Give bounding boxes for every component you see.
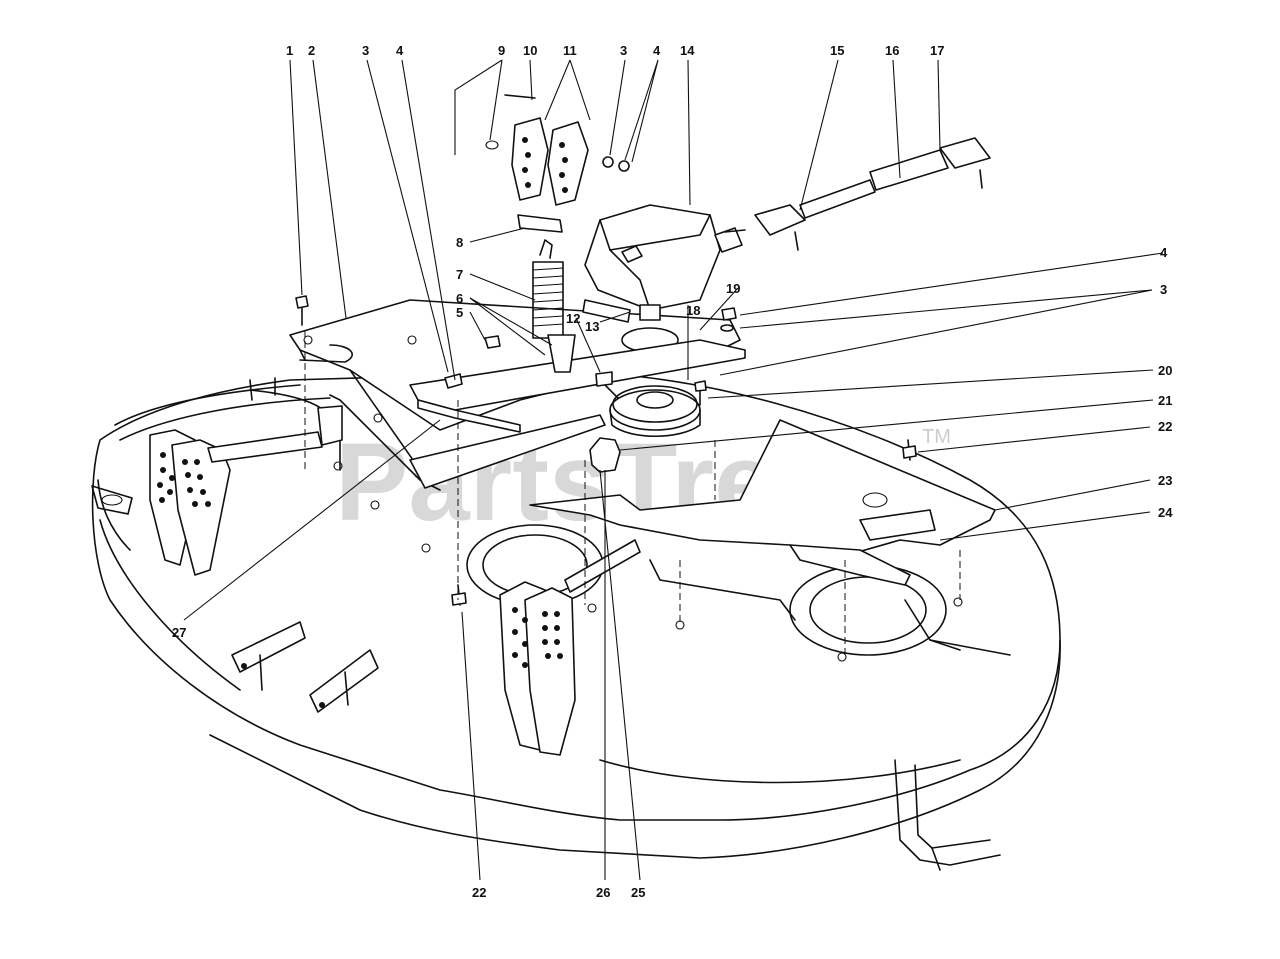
- callout-4-top-left: 4: [396, 43, 404, 58]
- callout-20: 20: [1158, 363, 1172, 378]
- callout-26: 26: [596, 885, 610, 900]
- callout-16: 16: [885, 43, 899, 58]
- lower-support-plate: [529, 419, 996, 586]
- hardware: [295, 295, 963, 662]
- drive-shaft: [754, 137, 991, 251]
- callout-4-top-center: 4: [653, 43, 661, 58]
- callout-18: 18: [686, 303, 700, 318]
- callout-3-top-left: 3: [362, 43, 369, 58]
- callout-labels: 1 2 3 4 9 10 11 3 4 14 15 16 17 8 7 6 5 …: [172, 43, 1173, 900]
- callout-22-right: 22: [1158, 419, 1172, 434]
- mower-deck-housing: [91, 371, 1061, 871]
- callout-1: 1: [286, 43, 293, 58]
- callout-3-right: 3: [1160, 282, 1167, 297]
- callout-21: 21: [1158, 393, 1172, 408]
- callout-5: 5: [456, 305, 463, 320]
- callout-14: 14: [680, 43, 695, 58]
- lift-lever-assembly: [485, 94, 630, 373]
- callout-6: 6: [456, 291, 463, 306]
- callout-27: 27: [172, 625, 186, 640]
- callout-2: 2: [308, 43, 315, 58]
- callout-17: 17: [930, 43, 944, 58]
- callout-15: 15: [830, 43, 844, 58]
- callout-10: 10: [523, 43, 537, 58]
- callout-25: 25: [631, 885, 645, 900]
- main-mounting-plate: [289, 299, 746, 491]
- front-hitch-brackets: [231, 539, 641, 756]
- callout-8: 8: [456, 235, 463, 250]
- callout-12: 12: [566, 311, 580, 326]
- watermark-trademark: TM: [922, 426, 951, 448]
- gearbox: [582, 204, 746, 323]
- callout-4-right: 4: [1160, 245, 1168, 260]
- rear-hitch-brackets: [149, 405, 343, 576]
- callout-7: 7: [456, 267, 463, 282]
- callout-11: 11: [563, 43, 577, 58]
- callout-13: 13: [585, 319, 599, 334]
- pulley-assembly: [589, 385, 701, 473]
- callout-23: 23: [1158, 473, 1172, 488]
- callout-9: 9: [498, 43, 505, 58]
- callout-19: 19: [726, 281, 740, 296]
- callout-3-top-center: 3: [620, 43, 627, 58]
- callout-22-bottom: 22: [472, 885, 486, 900]
- leader-lines: [183, 59, 1164, 881]
- callout-24: 24: [1158, 505, 1173, 520]
